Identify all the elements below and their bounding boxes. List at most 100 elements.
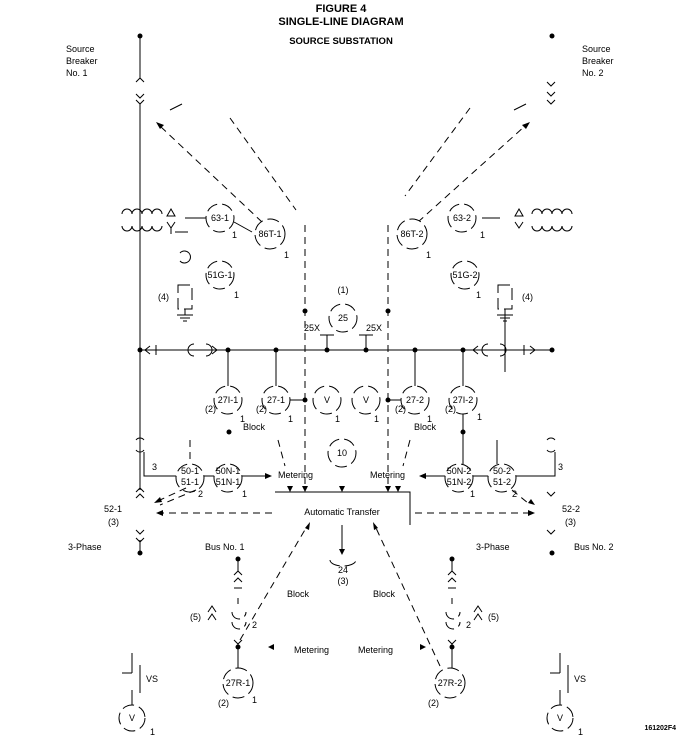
diagram-subtitle: SOURCE SUBSTATION — [289, 36, 393, 47]
svg-text:1: 1 — [470, 489, 475, 499]
svg-text:V: V — [129, 713, 135, 723]
voltmeter-vs-left[interactable]: V1 — [118, 704, 155, 737]
svg-text:(2): (2) — [218, 698, 229, 708]
note-4-right: (4) — [522, 292, 533, 302]
svg-text:1: 1 — [288, 414, 293, 424]
svg-text:Source: Source — [66, 44, 95, 54]
svg-text:86T-2: 86T-2 — [400, 229, 423, 239]
relay-25[interactable]: 25 — [328, 303, 358, 333]
svg-text:Automatic Transfer: Automatic Transfer — [304, 507, 380, 517]
svg-text:50-1: 50-1 — [181, 466, 199, 476]
svg-text:1: 1 — [284, 250, 289, 260]
relay-51g-2[interactable]: 51G-21 — [450, 260, 481, 300]
metering-label-2: Metering — [370, 470, 405, 480]
note-5-left: (5) — [190, 612, 201, 622]
svg-text:51N-1: 51N-1 — [216, 477, 241, 487]
label-25x-left: 25X — [304, 323, 320, 333]
svg-text:27R-1: 27R-1 — [226, 678, 251, 688]
svg-text:V: V — [363, 395, 369, 405]
transformer-2 — [482, 207, 573, 322]
bus-1-label: Bus No. 1 — [205, 542, 245, 552]
vs-left: VS — [122, 653, 158, 706]
svg-text:(2): (2) — [395, 404, 406, 414]
svg-text:2: 2 — [512, 489, 517, 499]
figure-label: FIGURE 4 — [316, 3, 368, 15]
relay-86t-1[interactable]: 86T-1 1 — [254, 218, 289, 260]
bus-2-label: Bus No. 2 — [574, 542, 614, 552]
svg-text:(2): (2) — [205, 404, 216, 414]
label-2-right: 2 — [466, 620, 471, 630]
svg-text:1: 1 — [252, 695, 257, 705]
relay-63-1[interactable]: 63-11 — [205, 203, 237, 240]
metering-label-4: Metering — [358, 645, 393, 655]
svg-text:51G-2: 51G-2 — [452, 270, 477, 280]
relay-27-1[interactable]: 27-11(2) — [256, 385, 293, 424]
relay-86t-2[interactable]: 86T-2 1 — [396, 218, 431, 260]
metering-label-1: Metering — [278, 470, 313, 480]
voltmeter-vs-right[interactable]: V1 — [546, 704, 583, 737]
relay-27i-2[interactable]: 27I-21(2) — [445, 385, 482, 422]
block-label-1: Block — [243, 422, 266, 432]
label-25x-right: 25X — [366, 323, 382, 333]
svg-text:27-2: 27-2 — [406, 395, 424, 405]
svg-text:2: 2 — [198, 489, 203, 499]
connector — [233, 221, 253, 233]
potential-transformers — [320, 334, 373, 350]
svg-text:1: 1 — [578, 727, 583, 737]
voltmeter-1[interactable]: V1 — [312, 385, 342, 424]
drawing-code: 161202F4 — [644, 725, 676, 732]
metering-label-3: Metering — [294, 645, 329, 655]
transfer-arrows — [154, 486, 535, 667]
relay-10[interactable]: 10 — [327, 438, 357, 468]
source-breaker-2-label: Source Breaker No. 2 — [582, 44, 614, 78]
relay-27r-1[interactable]: 27R-1 (2) 1 — [218, 667, 257, 708]
svg-text:VS: VS — [574, 674, 586, 684]
voltmeter-2[interactable]: V1 — [351, 385, 381, 424]
svg-text:1: 1 — [426, 250, 431, 260]
breaker-52-1[interactable] — [135, 487, 145, 543]
metering-arrows — [268, 644, 426, 650]
note-4-left: (4) — [158, 292, 169, 302]
svg-text:27I-2: 27I-2 — [453, 395, 474, 405]
svg-text:Breaker: Breaker — [582, 56, 614, 66]
relay-27i-1[interactable]: 27I-11(2) — [205, 385, 245, 424]
label-3-left: 3 — [152, 462, 157, 472]
relay-50-51-1[interactable]: 50-151-12 — [175, 463, 205, 499]
svg-text:24: 24 — [338, 565, 348, 575]
relay-63-2[interactable]: 63-21 — [447, 203, 485, 240]
breaker-52-2[interactable] — [546, 491, 556, 535]
bus-nodes — [137, 343, 555, 464]
note-5-right: (5) — [488, 612, 499, 622]
svg-text:1: 1 — [150, 727, 155, 737]
svg-text:51G-1: 51G-1 — [207, 270, 232, 280]
svg-text:10: 10 — [337, 448, 347, 458]
svg-text:1: 1 — [242, 489, 247, 499]
transformer-1 — [121, 207, 206, 322]
note-1: (1) — [338, 285, 349, 295]
svg-text:No. 2: No. 2 — [582, 68, 604, 78]
svg-text:Breaker: Breaker — [66, 56, 98, 66]
svg-text:50N-1: 50N-1 — [216, 466, 241, 476]
svg-text:27R-2: 27R-2 — [438, 678, 463, 688]
svg-text:No. 1: No. 1 — [66, 68, 88, 78]
svg-text:50-2: 50-2 — [493, 466, 511, 476]
three-phase-label-2: 3-Phase — [476, 542, 510, 552]
trip-lines — [156, 103, 530, 490]
breaker-52-2-note: (3) — [565, 517, 576, 527]
relay-50-51-2[interactable]: 50-251-22 — [487, 463, 517, 499]
relay-51g-1[interactable]: 51G-11 — [205, 260, 239, 300]
relay-27-2[interactable]: 27-21(2) — [395, 385, 432, 424]
bus-nodes-lower — [137, 550, 555, 562]
relay-24[interactable]: 24 (3) — [329, 559, 357, 586]
svg-text:(2): (2) — [428, 698, 439, 708]
svg-text:86T-1: 86T-1 — [258, 229, 281, 239]
automatic-transfer-block[interactable]: Automatic Transfer — [275, 491, 411, 525]
svg-text:VS: VS — [146, 674, 158, 684]
svg-text:1: 1 — [480, 230, 485, 240]
svg-text:1: 1 — [240, 414, 245, 424]
relay-27r-2[interactable]: 27R-2 (2) — [428, 667, 466, 708]
svg-text:51-2: 51-2 — [493, 477, 511, 487]
